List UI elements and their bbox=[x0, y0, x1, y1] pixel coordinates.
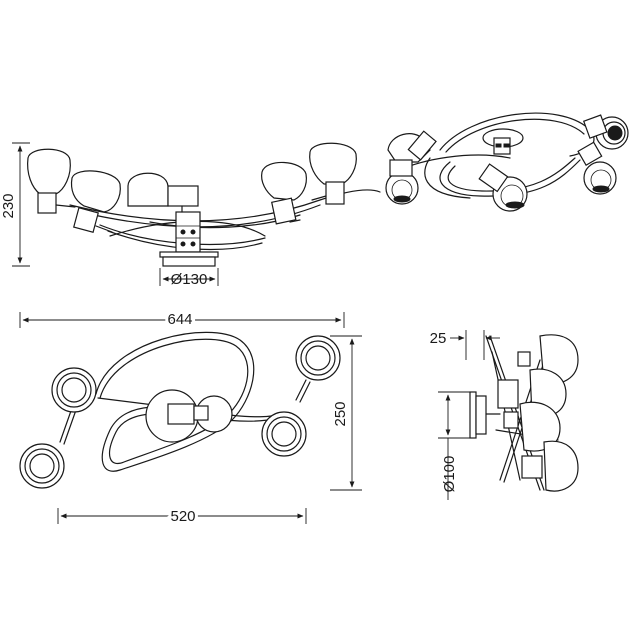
front-view: 230 Ø130 bbox=[0, 142, 381, 288]
dim-depth-label: 250 bbox=[332, 401, 349, 426]
ring-shade-top-left bbox=[51, 367, 97, 413]
dim-mount-offset-label: 25 bbox=[430, 330, 447, 347]
top-view: 644 250 520 bbox=[19, 308, 362, 528]
dim-base-diameter-label: Ø130 bbox=[171, 271, 208, 288]
dim-height-label: 230 bbox=[0, 193, 17, 218]
dim-span-width-label: 520 bbox=[170, 508, 195, 525]
dim-total-width-label: 644 bbox=[167, 311, 192, 328]
side-view: 25 Ø100 bbox=[430, 330, 579, 500]
ring-shade-bottom-right bbox=[261, 411, 307, 457]
dim-mount-diameter-label: Ø100 bbox=[441, 456, 458, 493]
ring-shade-top-right bbox=[295, 335, 341, 381]
perspective-view bbox=[385, 112, 629, 212]
ring-shade-bottom-left bbox=[19, 443, 65, 489]
